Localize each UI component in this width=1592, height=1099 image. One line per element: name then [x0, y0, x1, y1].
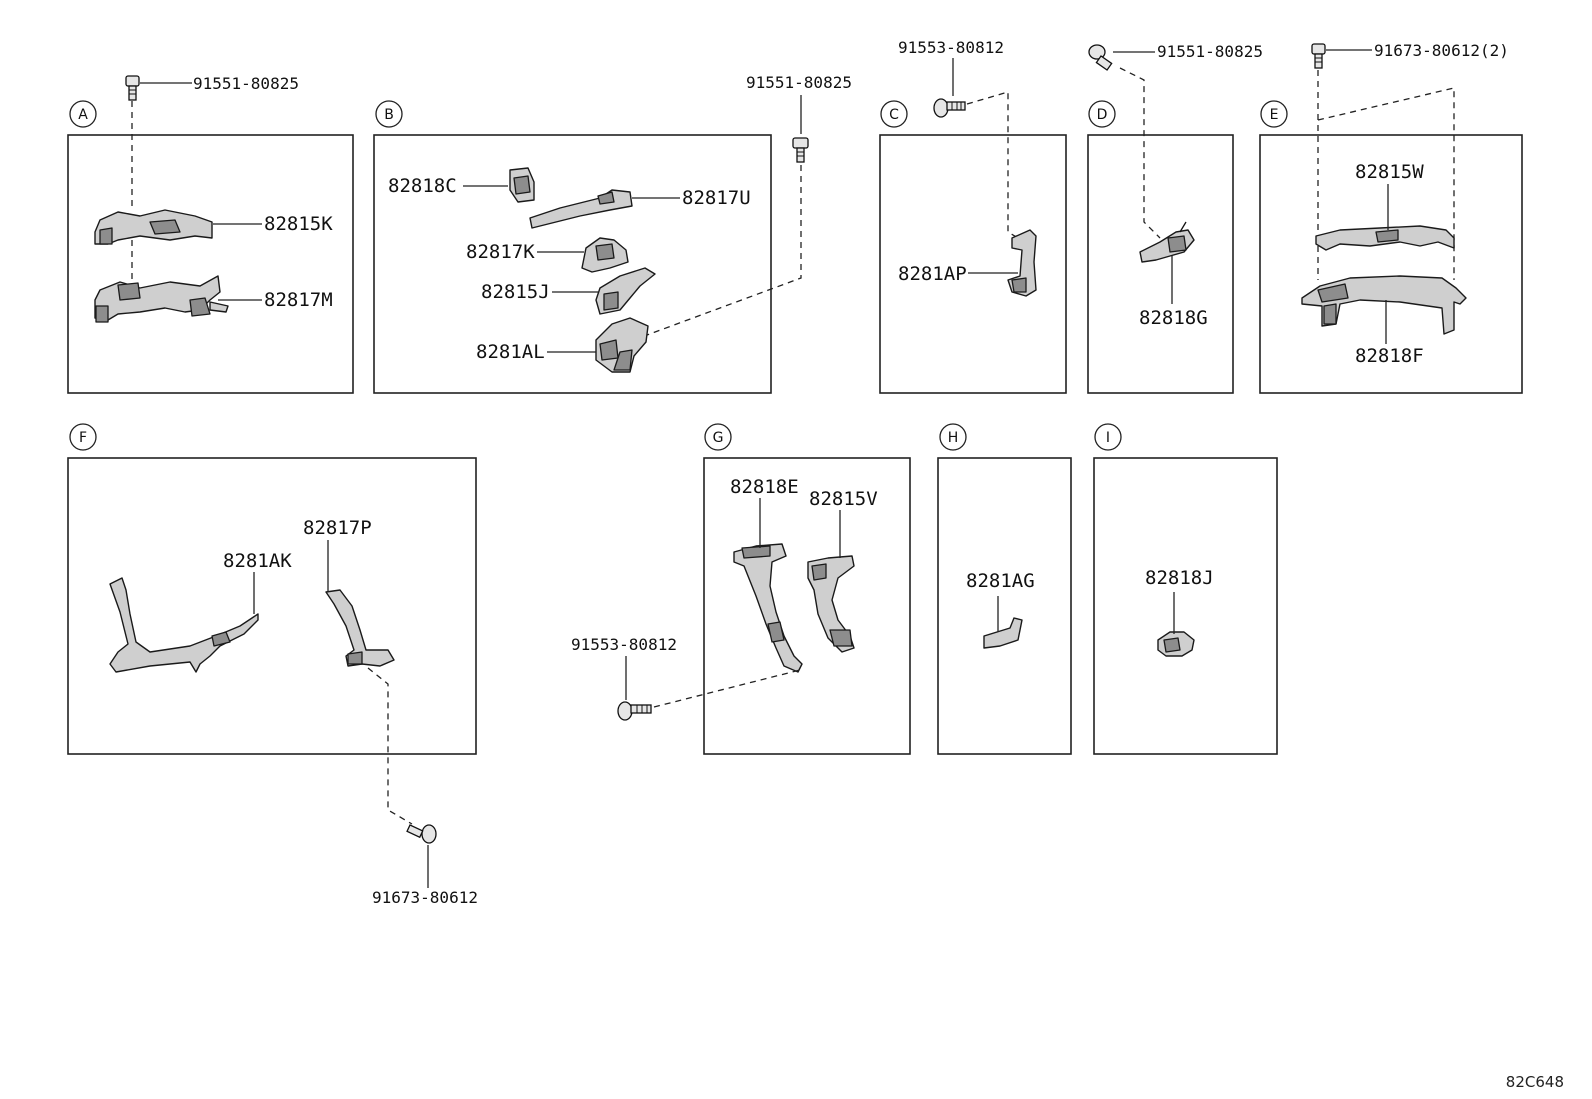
fastener-label: 91551-80825 [1157, 42, 1263, 61]
section-d-letter: D [1097, 107, 1108, 123]
section-f: F 8281AK 82817P 91673-80612 [67, 423, 478, 907]
section-d-marker [1088, 100, 1116, 128]
section-i-box [1093, 457, 1278, 755]
part-label: 8281AK [223, 550, 292, 572]
section-c-marker [880, 100, 908, 128]
fastener-label: 91673-80612(2) [1374, 41, 1509, 60]
part-82815w-drawing [1315, 225, 1455, 251]
part-label: 82815V [809, 488, 878, 510]
section-e-letter: E [1270, 107, 1279, 123]
bolt-icon [933, 98, 966, 118]
bolt-icon [1088, 44, 1113, 71]
part-label: 8281AG [966, 570, 1035, 592]
part-82818j-drawing [1157, 631, 1195, 657]
section-d-box [1087, 134, 1234, 394]
section-b-marker [375, 100, 403, 128]
part-8281ap-drawing [1007, 229, 1037, 297]
part-8281ak-drawing [109, 577, 259, 673]
section-a-letter: A [78, 107, 88, 123]
part-label: 82818E [730, 476, 799, 498]
bolt-icon [1311, 43, 1326, 69]
part-label: 82818C [388, 175, 457, 197]
part-label: 8281AP [898, 263, 967, 285]
section-g-marker [704, 423, 732, 451]
fastener-label: 91551-80825 [193, 74, 299, 93]
section-c-box [879, 134, 1067, 394]
section-h-box [937, 457, 1072, 755]
section-c: C 91553-80812 8281AP [879, 38, 1067, 394]
section-a: A 91551-80825 82815K 82817M [67, 74, 354, 394]
part-82817p-drawing [325, 589, 395, 667]
section-h-letter: H [948, 430, 959, 446]
section-b: B 91551-80825 82818C 82817U 82817K [373, 73, 852, 394]
part-label: 82817U [682, 187, 751, 209]
part-label: 82817M [264, 289, 333, 311]
part-label: 8281AL [476, 341, 545, 363]
part-82815j-drawing [595, 267, 656, 315]
fastener-label: 91553-80812 [898, 38, 1004, 57]
bolt-icon [406, 824, 437, 844]
part-label: 82815W [1355, 161, 1424, 183]
part-8281ag-drawing [983, 617, 1023, 649]
part-8281al-drawing [595, 317, 649, 373]
part-label: 82818J [1145, 567, 1214, 589]
part-82815v-drawing [807, 555, 855, 653]
part-label: 82818G [1139, 307, 1208, 329]
section-g-letter: G [713, 430, 724, 446]
fastener-label: 91551-80825 [746, 73, 852, 92]
part-82818e-drawing [733, 543, 803, 673]
part-label: 82815K [264, 213, 333, 235]
section-h: H 8281AG [937, 423, 1072, 755]
section-g-box [703, 457, 911, 755]
part-82817k-drawing [581, 237, 629, 273]
section-i: I 82818J [1093, 423, 1278, 755]
section-i-letter: I [1106, 430, 1110, 446]
section-f-marker [69, 423, 97, 451]
section-i-marker [1094, 423, 1122, 451]
section-a-marker [69, 100, 97, 128]
section-h-marker [939, 423, 967, 451]
part-label: 82817K [466, 241, 535, 263]
section-f-letter: F [79, 430, 87, 446]
fastener-label: 91673-80612 [372, 888, 478, 907]
section-e-box [1259, 134, 1523, 394]
fastener-label: 91553-80812 [571, 635, 677, 654]
section-a-box [67, 134, 354, 394]
section-g: G 82818E 82815V 91553-80812 [571, 423, 911, 755]
section-f-box [67, 457, 477, 755]
part-label: 82817P [303, 517, 372, 539]
section-e: E 91673-80612(2) 82815W 82818F [1259, 41, 1523, 394]
bolt-icon [125, 75, 140, 101]
diagram-code: 82C648 [1505, 1073, 1564, 1091]
bolt-icon [617, 701, 652, 721]
section-c-letter: C [889, 107, 899, 123]
part-82818g-drawing [1139, 221, 1195, 263]
section-d: D 91551-80825 82818G [1087, 42, 1263, 394]
section-b-letter: B [384, 107, 394, 123]
section-b-box [373, 134, 772, 394]
bolt-icon [792, 137, 809, 163]
part-82817u-drawing [529, 189, 633, 229]
section-e-marker [1260, 100, 1288, 128]
part-82817m-drawing [94, 275, 229, 323]
part-82815k-drawing [94, 209, 213, 245]
part-label: 82818F [1355, 345, 1424, 367]
part-label: 82815J [481, 281, 550, 303]
part-82818f-drawing [1301, 275, 1467, 335]
